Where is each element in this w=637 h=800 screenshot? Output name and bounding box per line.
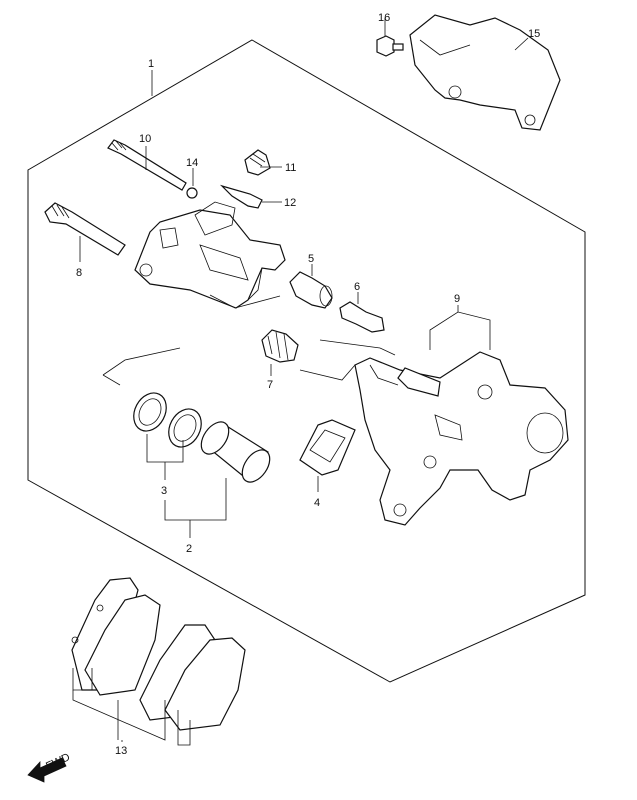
- fwd-arrow-icon: FWD: [27, 751, 72, 783]
- sleeve-pin-6: [339, 301, 385, 333]
- piston-seals-3: [133, 392, 202, 448]
- callout-9: 9: [454, 293, 460, 305]
- mount-bracket: [409, 14, 561, 131]
- callout-4: 4: [314, 497, 320, 509]
- brake-pads-13: [71, 577, 246, 731]
- assembly-outline: [27, 39, 586, 683]
- bleeder-valve-11: [244, 149, 271, 176]
- caliper-bracket: [354, 351, 569, 526]
- callout-7: 7: [267, 379, 273, 391]
- pin-bolt-8: [44, 202, 126, 256]
- callout-1: 1: [148, 58, 154, 70]
- piston-2: [200, 421, 271, 483]
- callout-3: 3: [161, 485, 167, 497]
- callout-6: 6: [354, 281, 360, 293]
- pin-bolt-10: [107, 139, 187, 191]
- bolt-16: [376, 35, 404, 57]
- callout-8: 8: [76, 267, 82, 279]
- callout-11: 11: [285, 162, 296, 174]
- callout-5: 5: [308, 253, 314, 265]
- pad-spring-4: [299, 419, 356, 476]
- callout-13: 13: [115, 745, 127, 757]
- callout-2: 2: [186, 543, 192, 555]
- callout-12: 12: [284, 197, 296, 209]
- washer-14: [186, 187, 198, 199]
- caliper-body: [134, 201, 286, 309]
- boot-5: [289, 271, 333, 309]
- callout-14: 14: [186, 157, 198, 169]
- callout-16: 16: [378, 12, 390, 24]
- boot-7: [261, 329, 299, 363]
- pad-retainer: [397, 367, 441, 397]
- leader-lines: [72, 18, 529, 746]
- callout-15: 15: [528, 28, 540, 40]
- callout-10: 10: [139, 133, 151, 145]
- bleeder-cap-12: [219, 184, 263, 209]
